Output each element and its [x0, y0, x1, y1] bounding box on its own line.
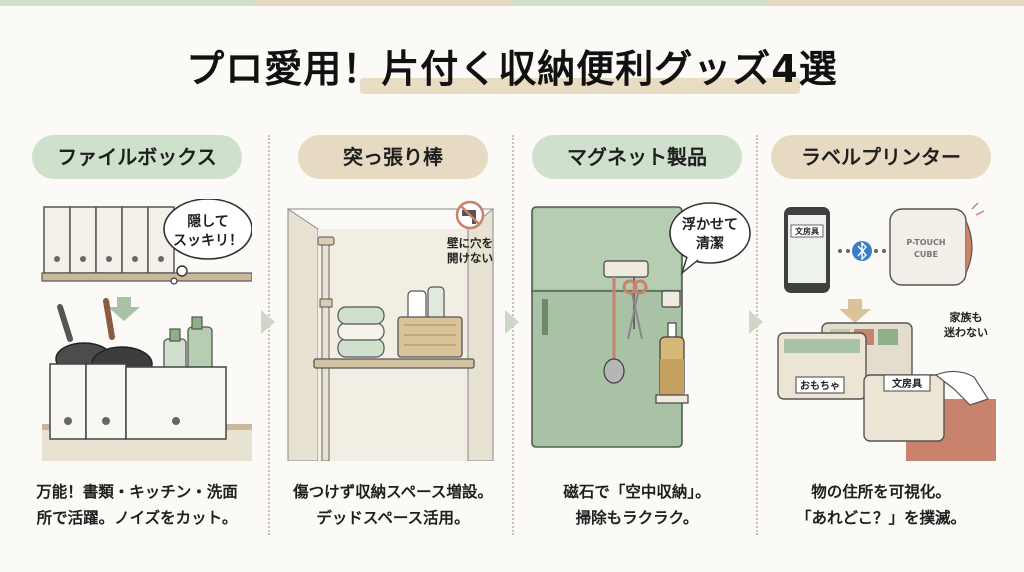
- front-file-boxes: [49, 363, 227, 440]
- panel-caption: 物の住所を可視化。 「あれどこ？」を撲滅。: [766, 479, 996, 531]
- label-printer-icon: P-TOUCH CUBE: [889, 202, 985, 286]
- caption-line: 万能！書類・キッチン・洗面: [36, 483, 238, 501]
- phone-label-text: 文房具: [795, 226, 819, 236]
- top-bar-segment: [768, 0, 1024, 6]
- panel-divider: [512, 135, 514, 535]
- box-label-text: 文房具: [892, 377, 922, 390]
- note-text: 家族も: [950, 310, 983, 324]
- printer-text: CUBE: [914, 250, 938, 259]
- spray-bottle-icon: [655, 322, 689, 404]
- top-bar-segment: [0, 0, 256, 6]
- speech-bubble: 浮かせて 清潔: [669, 202, 751, 276]
- next-arrow-icon: [505, 310, 519, 334]
- folded-towels-icon: [337, 306, 385, 358]
- note-text: 開けない: [447, 251, 493, 265]
- hand-icon: [934, 370, 989, 406]
- smartphone-icon: 文房具: [784, 207, 830, 293]
- panel-divider: [756, 135, 758, 535]
- top-color-bar: [0, 0, 1024, 6]
- caption-line: 傷つけず収納スペース増設。: [293, 483, 493, 501]
- no-drill-icon: [455, 200, 485, 230]
- refrigerator-icon: [531, 206, 683, 448]
- panel-caption: 磁石で「空中収納」。 掃除もラクラク。: [522, 479, 752, 531]
- caption-line: 所で活躍。ノイズをカット。: [36, 509, 238, 527]
- page-title: プロ愛用！片付く収納便利グッズ4選: [186, 47, 838, 91]
- caption-line: 磁石で「空中収納」。: [563, 483, 711, 501]
- caption-line: 「あれどこ？」を撲滅。: [795, 509, 967, 527]
- file-box-illustration: 隠して スッキリ！: [22, 199, 252, 461]
- caption-line: 掃除もラクラク。: [575, 509, 699, 527]
- down-arrow-icon: [839, 299, 871, 323]
- speech-bubble: 隠して スッキリ！: [163, 199, 252, 285]
- title-highlight: [360, 78, 800, 94]
- vertical-tension-rod: [317, 236, 335, 461]
- bluetooth-icon: [838, 241, 886, 261]
- panel-caption: 万能！書類・キッチン・洗面 所で活躍。ノイズをカット。: [22, 479, 252, 531]
- tension-rod-illustration: 壁に穴を 開けない: [287, 200, 494, 461]
- magnet-illustration: 浮かせて 清潔: [531, 202, 751, 448]
- bubble-text: スッキリ！: [173, 233, 243, 249]
- top-bar-segment: [256, 0, 512, 6]
- next-arrow-icon: [261, 310, 275, 334]
- storage-boxes-icon: おもちゃ 文房具: [777, 322, 945, 442]
- note-text: 壁に穴を: [447, 236, 493, 250]
- note-text: 迷わない: [943, 325, 988, 339]
- panel-divider: [268, 135, 270, 535]
- next-arrow-icon: [749, 310, 763, 334]
- magnetic-hooks-icon: [603, 260, 681, 384]
- caption-line: 物の住所を可視化。: [811, 483, 951, 501]
- top-bar-segment: [512, 0, 768, 6]
- bubble-text: 清潔: [696, 235, 724, 252]
- down-arrow-icon: [108, 297, 140, 321]
- panel-file-box: ファイルボックス 隠して スッキリ！: [22, 135, 252, 555]
- bubble-text: 隠して: [187, 213, 229, 230]
- box-label-text: おもちゃ: [800, 380, 840, 392]
- panel-label-printer: ラベルプリンター 文房具 P-TOUCH CUBE 家族も 迷わない: [766, 135, 996, 555]
- panel-heading: 突っ張り棒: [298, 135, 488, 179]
- panel-heading: ファイルボックス: [32, 135, 242, 179]
- bubble-text: 浮かせて: [682, 216, 738, 233]
- printer-text: P-TOUCH: [906, 238, 945, 247]
- panel-heading: ラベルプリンター: [771, 135, 991, 179]
- panel-tension-rod: 突っ張り棒: [278, 135, 508, 555]
- tension-shelf: [313, 358, 475, 369]
- panel-magnet: マグネット製品: [522, 135, 752, 555]
- panel-caption: 傷つけず収納スペース増設。 デッドスペース活用。: [278, 479, 508, 531]
- panel-heading: マグネット製品: [532, 135, 742, 179]
- caption-line: デッドスペース活用。: [316, 509, 470, 527]
- basket-icon: [397, 286, 463, 358]
- label-printer-illustration: 文房具 P-TOUCH CUBE 家族も 迷わない: [777, 202, 996, 461]
